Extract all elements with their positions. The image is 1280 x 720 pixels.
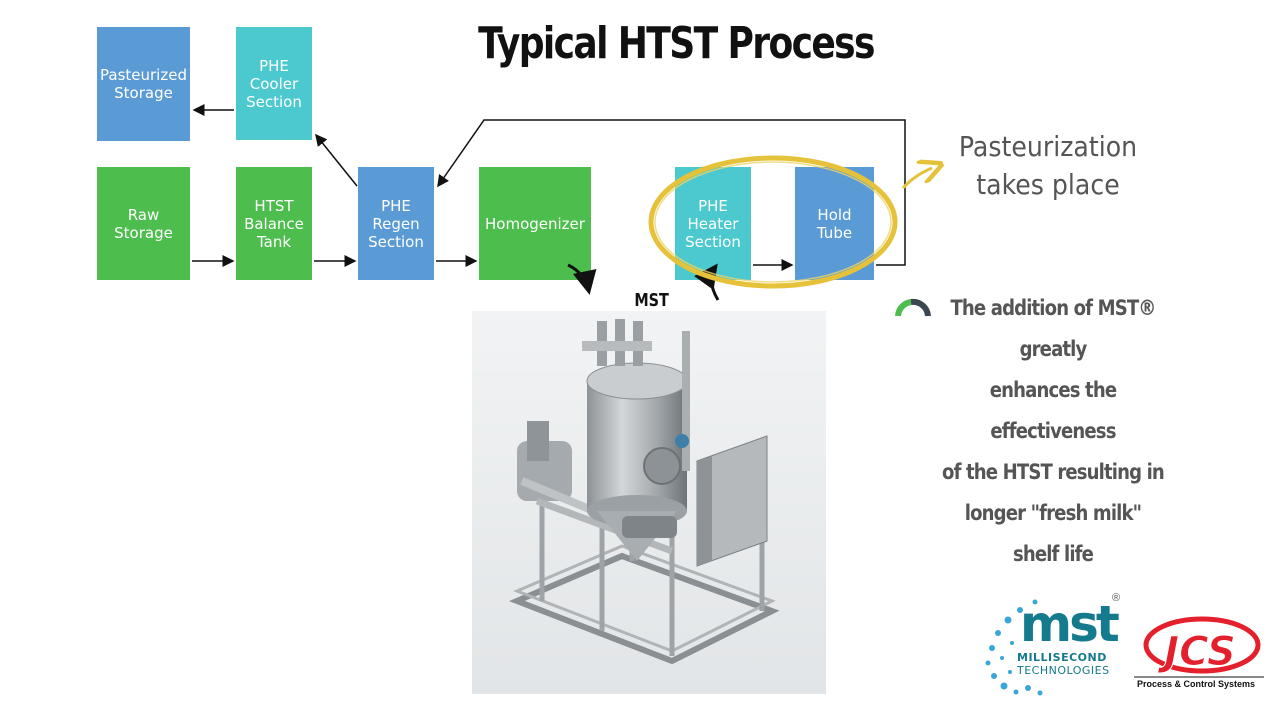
jcs-tagline: Process & Control Systems — [1137, 679, 1256, 689]
phe-heater-label: PHE Heater Section — [685, 196, 741, 251]
curved-arrow-to-mst — [567, 263, 597, 295]
pasteurization-callout: Pasteurization takes place — [958, 130, 1138, 201]
mst-benefit-note: The addition of MST® greatly enhances th… — [940, 288, 1165, 575]
mst-note-line2: enhances the effectiveness — [989, 378, 1117, 443]
arrow-regen-to-cooler — [315, 133, 358, 187]
mst-label: MST — [634, 290, 669, 311]
mst-machine-image — [472, 311, 826, 694]
mst-logo-text: mst — [1020, 595, 1120, 653]
phe-cooler-box: PHE Cooler Section — [236, 27, 312, 140]
mst-logo-line1: MILLISECOND — [1017, 651, 1107, 664]
mst-registered-mark: ® — [1112, 592, 1121, 604]
mst-note-line1: The addition of MST® greatly — [950, 296, 1156, 361]
htst-balance-tank-label: HTST Balance Tank — [244, 196, 304, 251]
raw-storage-label: Raw Storage — [114, 205, 173, 242]
phe-regen-label: PHE Regen Section — [368, 196, 424, 251]
mst-note-line3: of the HTST resulting in — [942, 460, 1165, 484]
homogenizer-label: Homogenizer — [485, 214, 585, 233]
highlight-ellipse — [648, 155, 898, 289]
phe-cooler-label: PHE Cooler Section — [246, 56, 302, 111]
phe-regen-box: PHE Regen Section — [358, 167, 434, 280]
phe-heater-box: PHE Heater Section — [675, 167, 751, 280]
mst-logo-subtitle: MILLISECOND TECHNOLOGIES — [1017, 651, 1110, 677]
return-loop-line — [437, 119, 906, 266]
curved-arrow-from-mst — [694, 263, 720, 301]
mst-droplet-logo — [985, 599, 1043, 696]
gauge-icon — [895, 298, 931, 317]
hold-tube-box: Hold Tube — [795, 167, 874, 280]
htst-balance-tank-box: HTST Balance Tank — [236, 167, 312, 280]
mst-note-line4: longer "fresh milk" shelf life — [964, 501, 1142, 566]
mst-logo-line2: TECHNOLOGIES — [1017, 664, 1110, 677]
homogenizer-box: Homogenizer — [479, 167, 591, 280]
hold-tube-label: Hold Tube — [816, 205, 853, 242]
pasteurized-storage-label: Pasteurized Storage — [100, 66, 187, 102]
pasteurization-pointer-arrow — [901, 168, 932, 190]
raw-storage-box: Raw Storage — [97, 167, 190, 280]
jcs-logo-text: JCS — [1157, 629, 1236, 675]
page-title: Typical HTST Process — [478, 18, 875, 69]
jcs-logo: JCS — [1134, 616, 1264, 678]
pasteurized-storage-box: Pasteurized Storage — [97, 27, 190, 141]
